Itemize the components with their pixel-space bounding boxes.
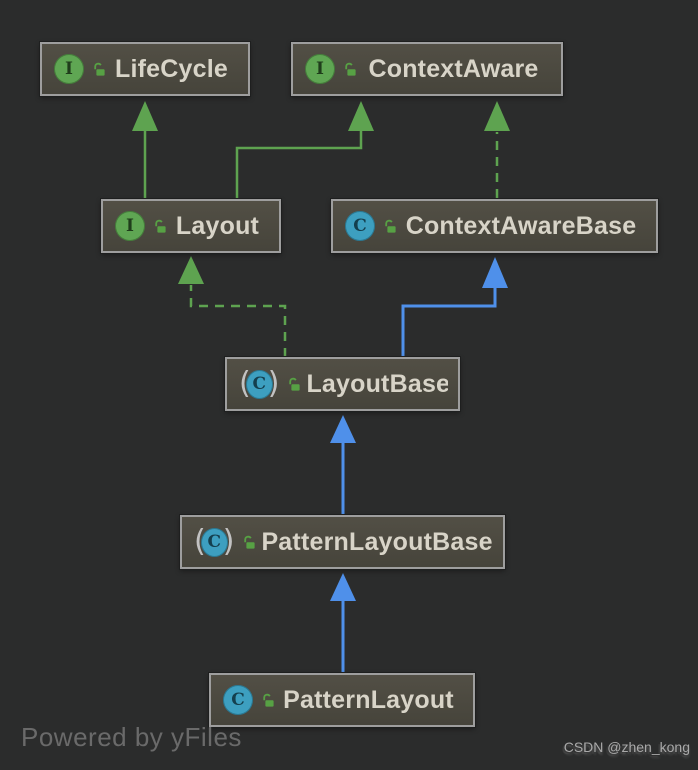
node-patternlayoutbase[interactable]: ( C ) PatternLayoutBase	[180, 515, 505, 569]
node-label: PatternLayout	[283, 685, 454, 714]
abstract-class-icon: ( C )	[194, 524, 235, 559]
abstract-paren: (	[239, 366, 251, 401]
node-contextawarebase[interactable]: C ContextAwareBase	[331, 199, 658, 253]
class-letter: C	[252, 373, 266, 394]
unlocked-icon	[155, 219, 166, 233]
interface-letter: I	[316, 58, 324, 79]
node-layoutbase[interactable]: ( C ) LayoutBase	[225, 357, 460, 411]
interface-letter: I	[126, 215, 134, 236]
class-letter: C	[207, 531, 221, 552]
unlocked-icon	[345, 62, 356, 76]
abstract-paren: (	[194, 524, 206, 559]
node-label: LifeCycle	[115, 54, 228, 83]
node-label: ContextAware	[368, 54, 539, 83]
unlocked-icon	[385, 219, 396, 233]
node-label: Layout	[175, 211, 260, 240]
unlocked-icon	[94, 62, 105, 76]
interface-icon: I	[305, 54, 335, 84]
interface-letter: I	[65, 58, 73, 79]
powered-by-yfiles-label: Powered by yFiles	[21, 722, 242, 752]
csdn-watermark: CSDN @zhen_kong	[563, 739, 690, 755]
edge-patternlayoutbase-extends-layoutbase[interactable]	[330, 415, 356, 515]
edge-contextawarebase-implements-contextaware[interactable]	[484, 101, 510, 198]
node-label: ContextAwareBase	[405, 211, 637, 240]
abstract-paren: )	[222, 524, 235, 559]
interface-icon: I	[54, 54, 84, 84]
node-patternlayout[interactable]: C PatternLayout	[209, 673, 475, 727]
node-contextaware[interactable]: I ContextAware	[291, 42, 563, 96]
class-letter: C	[231, 689, 245, 710]
node-label: LayoutBase	[306, 369, 448, 398]
class-icon: C	[345, 211, 375, 241]
edge-layoutbase-extends-contextawarebase[interactable]	[401, 257, 508, 357]
abstract-paren: )	[267, 366, 280, 401]
node-layout[interactable]: I Layout	[101, 199, 281, 253]
unlocked-icon	[289, 377, 301, 391]
node-label: PatternLayoutBase	[261, 527, 493, 556]
edge-patternlayout-extends-patternlayoutbase[interactable]	[330, 573, 356, 673]
node-lifecycle[interactable]: I LifeCycle	[40, 42, 250, 96]
interface-icon: I	[115, 211, 145, 241]
abstract-class-icon: ( C )	[239, 366, 280, 401]
unlocked-icon	[263, 693, 274, 707]
class-icon: C	[223, 685, 253, 715]
edge-layoutbase-implements-layout[interactable]	[178, 256, 287, 357]
class-letter: C	[353, 215, 367, 236]
unlocked-icon	[244, 535, 256, 549]
